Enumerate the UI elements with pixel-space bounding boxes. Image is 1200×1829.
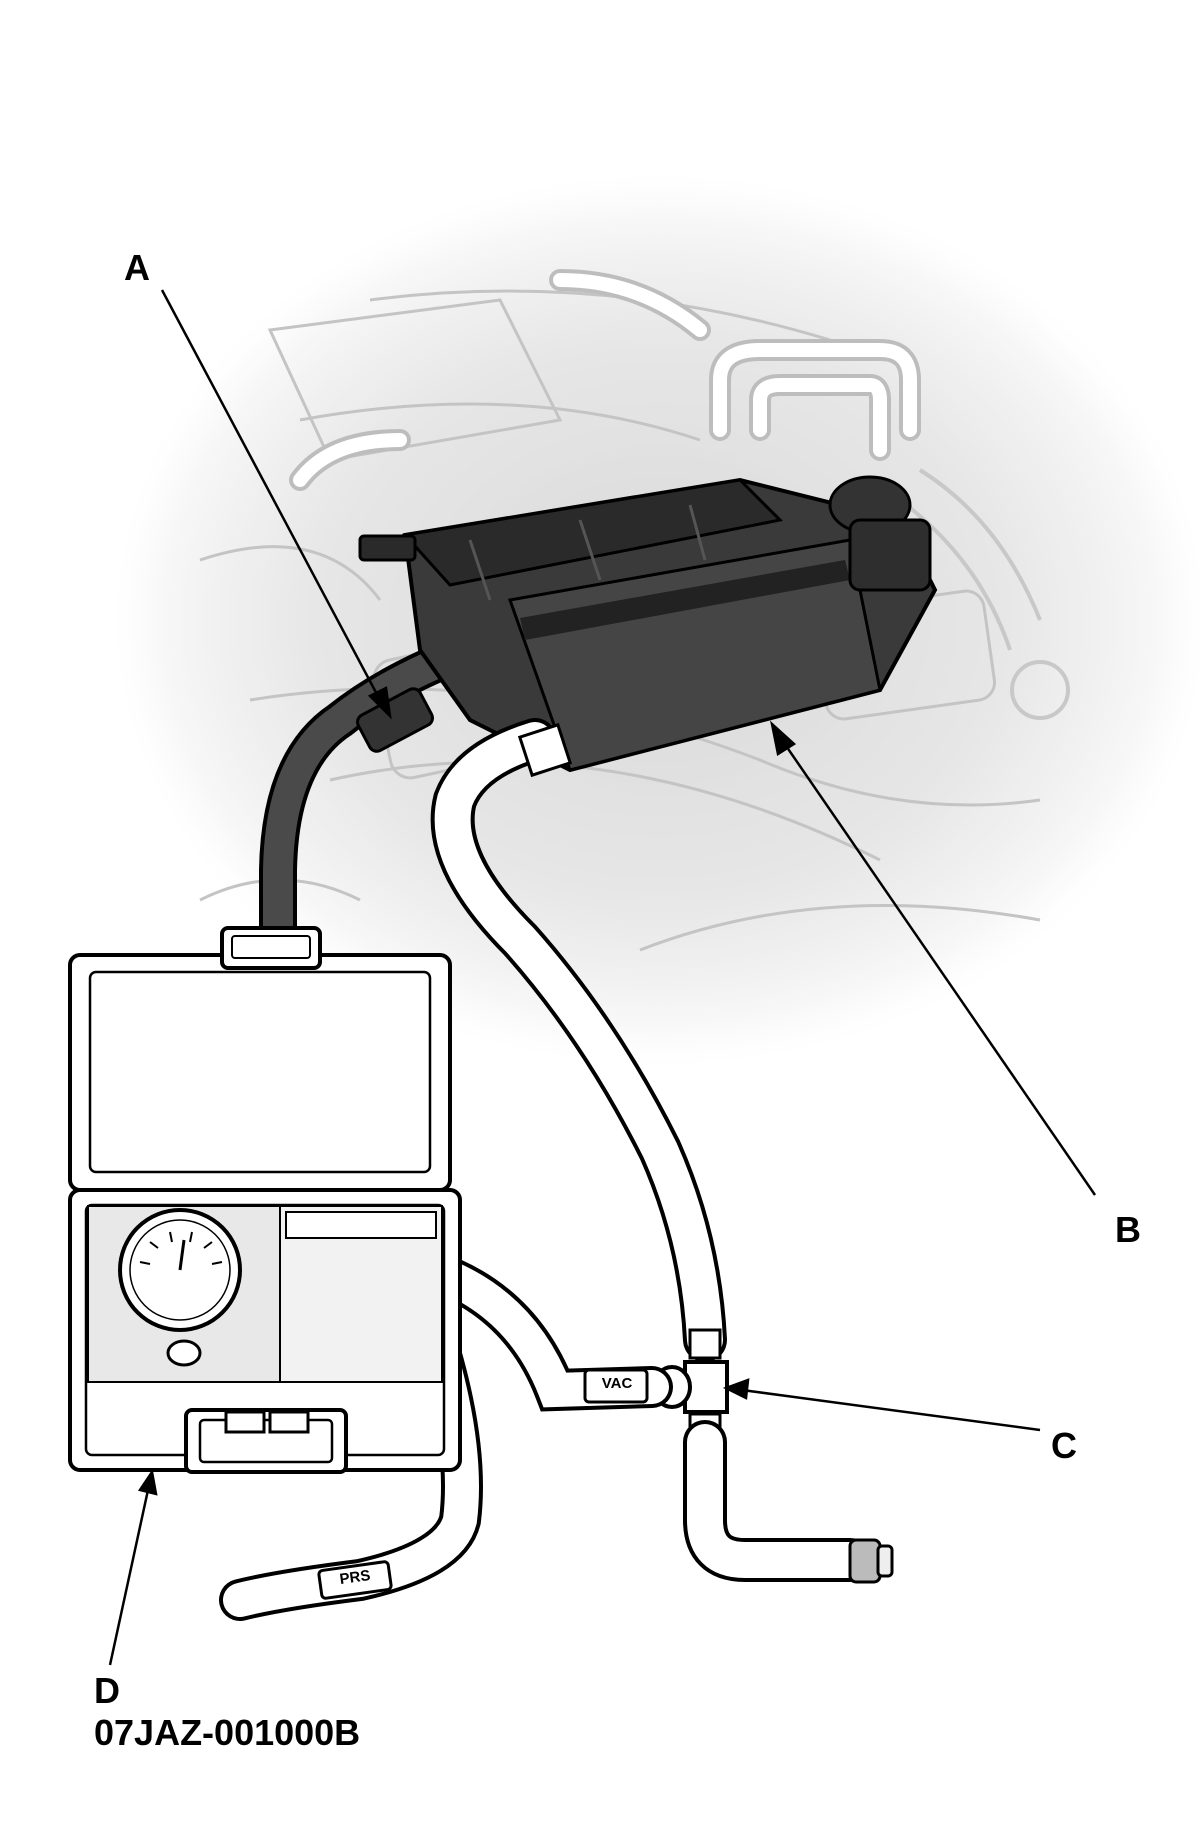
- leader-arrow-d: [137, 1468, 158, 1496]
- callout-a: A: [124, 247, 150, 288]
- callout-c: C: [1051, 1425, 1077, 1466]
- vent-hose: [259, 631, 489, 959]
- leader-arrow-c: [722, 1378, 750, 1400]
- evap-pump-tester: [68, 926, 462, 1474]
- leader-line-b: [780, 739, 1097, 1196]
- leader-arrow-a: [367, 686, 392, 720]
- leader-arrow-b: [770, 720, 797, 757]
- callout-b: B: [1115, 1209, 1141, 1250]
- leader-line-c: [741, 1388, 1041, 1432]
- leader-line-a: [160, 289, 382, 701]
- callout-d: D: [94, 1670, 120, 1711]
- tool-part-number: 07JAZ-001000B: [94, 1712, 361, 1753]
- vac-hose-label: VAC: [601, 1375, 633, 1392]
- leader-lines: [108, 289, 1097, 1666]
- tester-button: [166, 1339, 202, 1367]
- leader-line-d: [108, 1489, 150, 1666]
- tester-hose-to-canister: [430, 718, 727, 1362]
- lower-hose-to-plug: [683, 1420, 894, 1584]
- evap-canister: [358, 475, 938, 773]
